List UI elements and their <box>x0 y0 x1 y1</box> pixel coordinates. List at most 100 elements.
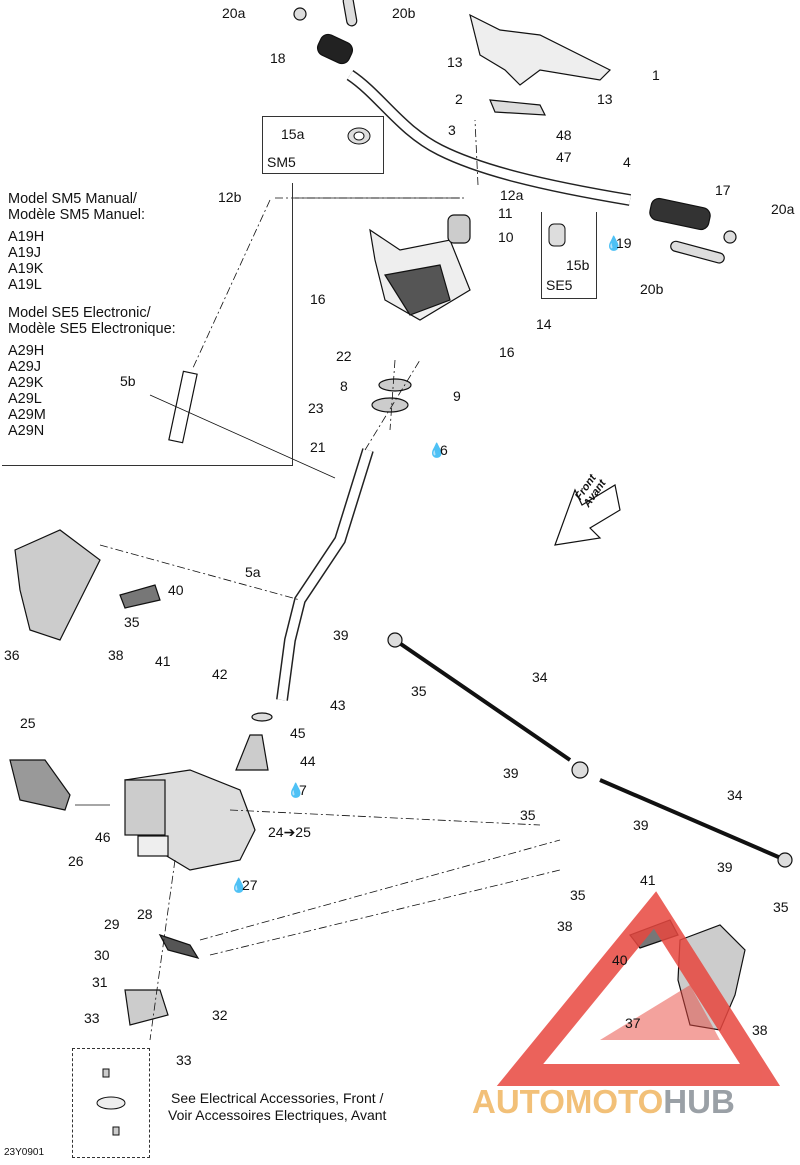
callout: 4 <box>623 154 631 170</box>
arm-part-40-left <box>119 584 161 609</box>
callout: 32 <box>212 1007 228 1023</box>
part-20a-right <box>723 230 737 244</box>
callout: 40 <box>168 582 184 598</box>
drop-icon: 💧 <box>230 877 248 893</box>
callout: 41 <box>155 653 171 669</box>
callout: 12b <box>218 189 242 205</box>
drop-icon: 💧 <box>605 235 623 251</box>
handlebar-part-4 <box>346 70 631 206</box>
callout: 26 <box>68 853 84 869</box>
callout: 38 <box>752 1022 768 1038</box>
bracket-part-32 <box>124 989 169 1026</box>
boot-part-44 <box>235 734 269 771</box>
callout: 21 <box>310 439 326 455</box>
callout: 39 <box>633 817 649 833</box>
callout: 46 <box>95 829 111 845</box>
callout: 23 <box>308 400 324 416</box>
seal-part-45 <box>251 712 273 722</box>
callout: 44 <box>300 753 316 769</box>
watermark-logo <box>496 891 781 1086</box>
callout: 28 <box>137 906 153 922</box>
sm5-box: 15a SM5 <box>262 116 384 174</box>
see-note-line-en: See Electrical Accessories, Front / <box>171 1090 384 1106</box>
callout: 35 <box>124 614 140 630</box>
callout: 39 <box>717 859 733 875</box>
callout: 20a <box>771 201 795 217</box>
callout: 38 <box>557 918 573 934</box>
callout: 18 <box>270 50 286 66</box>
callout: 41 <box>640 872 656 888</box>
callout: 22 <box>336 348 352 364</box>
callout-15a: 15a <box>281 126 305 142</box>
callout: 25 <box>20 715 36 731</box>
callout: 33 <box>176 1052 192 1068</box>
callout: 2 <box>455 91 463 107</box>
handlebar-clamp-part-1 <box>469 13 612 86</box>
callout: 13 <box>447 54 463 70</box>
callout: 17 <box>715 182 731 198</box>
model-line: A19K <box>8 261 44 277</box>
callout: 35 <box>520 807 536 823</box>
callout: 11 <box>498 205 513 221</box>
se5-box: 15b SE5 <box>541 212 597 299</box>
callout: 20a <box>222 5 246 21</box>
se5-caption: SE5 <box>546 277 573 293</box>
see-note: See Electrical Accessories, Front / Voir… <box>168 1090 386 1124</box>
electrical-accessories-box <box>72 1048 150 1158</box>
ring-part-8 <box>378 378 412 392</box>
callout: 6 <box>440 442 448 458</box>
callout: 20b <box>392 5 416 21</box>
knuckle-part-36 <box>14 529 101 641</box>
callout: 37 <box>625 1015 641 1031</box>
callout: 29 <box>104 916 120 932</box>
callout: 39 <box>333 627 349 643</box>
grip-part-17 <box>649 197 711 231</box>
bushing-15a-icon <box>347 127 371 145</box>
model-line: A29M <box>8 407 46 423</box>
callout: 16 <box>499 344 515 360</box>
callout: 35 <box>411 683 427 699</box>
connector-icon <box>96 1068 126 1136</box>
model-line: A29K <box>8 375 44 391</box>
model-line: Model SM5 Manual/ <box>8 191 137 207</box>
tie-rod-part-34-upper <box>393 638 572 762</box>
callout: 34 <box>727 787 743 803</box>
part-20a-top <box>293 7 307 21</box>
callout: 19 <box>616 235 632 251</box>
tie-rod-part-34-lower <box>599 778 791 864</box>
callout: 38 <box>108 647 124 663</box>
diagram-code: 23Y0901 <box>4 1147 45 1158</box>
front-arrow-shape <box>554 484 621 546</box>
callout: 16 <box>310 291 326 307</box>
callout: 3 <box>448 122 456 138</box>
callout: 34 <box>532 669 548 685</box>
callout: 10 <box>498 229 514 245</box>
bushing-part-10 <box>447 214 471 244</box>
model-line: A29L <box>8 391 42 407</box>
callout: 8 <box>340 378 348 394</box>
callout: 31 <box>92 974 108 990</box>
bracket-part-46 <box>137 835 169 857</box>
module-part-25 <box>9 759 71 811</box>
model-line: Modèle SE5 Electronique: <box>8 321 176 337</box>
callout: 47 <box>556 149 572 165</box>
part-20b-top <box>342 0 358 27</box>
model-box: Model SM5 Manual/ Modèle SM5 Manuel: A19… <box>2 183 293 466</box>
callout: 39 <box>503 765 519 781</box>
drop-icon: 💧 <box>428 442 446 458</box>
bushing-15b-icon <box>548 223 566 247</box>
callout: 20b <box>640 281 664 297</box>
column-part-5b <box>168 370 198 444</box>
watermark-text: AUTOMOTOHUB <box>472 1083 735 1121</box>
callout: 40 <box>612 952 628 968</box>
callout: 5a <box>245 564 261 580</box>
model-line: Modèle SM5 Manuel: <box>8 207 146 223</box>
callout: 33 <box>84 1010 100 1026</box>
callout-15b: 15b <box>566 257 590 273</box>
model-line: A29H <box>8 343 45 359</box>
model-line: A19H <box>8 229 45 245</box>
model-line: A19L <box>8 277 42 293</box>
watermark-text-part1: AUTOMOTO <box>472 1083 664 1120</box>
callout: 48 <box>556 127 572 143</box>
